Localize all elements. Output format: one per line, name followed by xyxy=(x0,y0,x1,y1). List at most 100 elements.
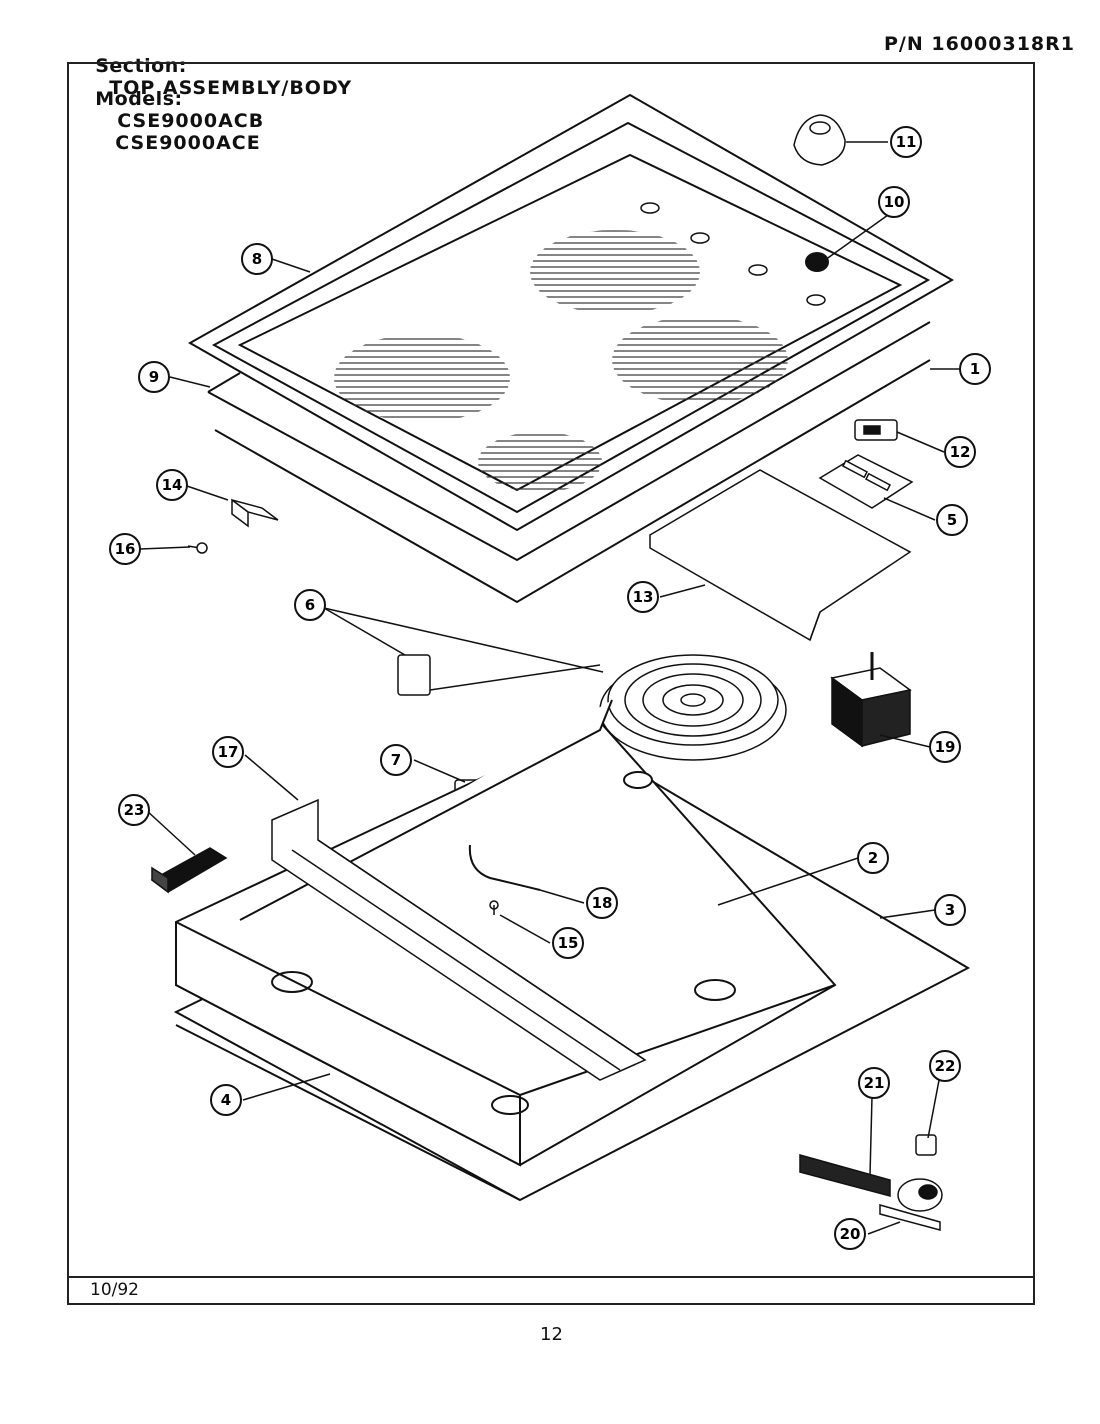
gasket-layers xyxy=(207,321,931,604)
large-burner-element xyxy=(397,654,787,761)
bracket-14 xyxy=(231,498,279,528)
models-label: Models: xyxy=(95,88,183,110)
callout-circle xyxy=(210,1084,242,1116)
bushing-22 xyxy=(915,1134,937,1156)
cord-fitting-20 xyxy=(799,1154,943,1231)
callout-15: 15 xyxy=(552,927,584,959)
model-cse9000acb: CSE9000ACB xyxy=(117,110,265,132)
knob-11 xyxy=(793,114,846,166)
callout-circle xyxy=(936,504,968,536)
callout-17: 17 xyxy=(212,736,244,768)
footer-divider xyxy=(67,1276,1035,1278)
callout-19: 19 xyxy=(929,731,961,763)
section-label: Section: xyxy=(95,55,187,77)
callout-circle xyxy=(858,1067,890,1099)
cooktop-frame xyxy=(187,93,955,532)
callout-22: 22 xyxy=(929,1050,961,1082)
callout-7: 7 xyxy=(380,744,412,776)
callout-9: 9 xyxy=(138,361,170,393)
callout-circle xyxy=(944,436,976,468)
callout-number: 22 xyxy=(935,1057,956,1075)
callout-18: 18 xyxy=(586,887,618,919)
callout-number: 6 xyxy=(305,596,315,614)
callout-circle xyxy=(138,361,170,393)
callout-circle xyxy=(552,927,584,959)
bottom-plate-4 xyxy=(175,1024,521,1201)
revision-date: 10/92 xyxy=(90,1280,139,1300)
model-cse9000ace: CSE9000ACE xyxy=(115,132,261,154)
callout-circle xyxy=(627,581,659,613)
callout-12: 12 xyxy=(944,436,976,468)
diagram-frame xyxy=(67,62,1035,1305)
callout-number: 10 xyxy=(884,193,905,211)
callout-number: 21 xyxy=(864,1074,885,1092)
callout-circle xyxy=(857,842,889,874)
callout-1: 1 xyxy=(959,353,991,385)
callout-circle xyxy=(241,243,273,275)
burner-box-body xyxy=(175,699,837,1167)
callout-16: 16 xyxy=(109,533,141,565)
page-number: 12 xyxy=(540,1324,563,1345)
section-title: TOP ASSEMBLY/BODY xyxy=(109,77,353,99)
part-number: P/N 16000318R1 xyxy=(884,33,1075,55)
callout-number: 19 xyxy=(935,738,956,756)
switch-12 xyxy=(854,419,898,441)
callout-circle xyxy=(934,894,966,926)
callout-number: 2 xyxy=(868,849,878,867)
callout-number: 23 xyxy=(124,801,145,819)
callout-13: 13 xyxy=(627,581,659,613)
callout-number: 12 xyxy=(950,443,971,461)
callout-6: 6 xyxy=(294,589,326,621)
callout-14: 14 xyxy=(156,469,188,501)
infinite-switch-19 xyxy=(830,652,912,748)
callout-21: 21 xyxy=(858,1067,890,1099)
mounting-plate-5 xyxy=(818,454,914,509)
models-row: Models: CSE9000ACB CSE9000ACE xyxy=(80,66,264,154)
callout-11: 11 xyxy=(890,126,922,158)
callout-number: 13 xyxy=(633,588,654,606)
callout-number: 7 xyxy=(391,751,401,769)
callout-number: 16 xyxy=(115,540,136,558)
callout-number: 17 xyxy=(218,743,239,761)
callout-circle xyxy=(959,353,991,385)
callout-circle xyxy=(380,744,412,776)
channel-bracket-17 xyxy=(271,798,647,1081)
callout-number: 18 xyxy=(592,894,613,912)
callout-3: 3 xyxy=(934,894,966,926)
callout-circle xyxy=(890,126,922,158)
screw-16 xyxy=(187,542,208,554)
glass-cooktop xyxy=(334,202,829,492)
callout-number: 14 xyxy=(162,476,183,494)
callout-circle xyxy=(878,186,910,218)
screw-15 xyxy=(489,900,499,915)
control-bracket xyxy=(649,469,912,642)
callout-circle xyxy=(586,887,618,919)
callout-circle xyxy=(929,1050,961,1082)
callout-circle xyxy=(294,589,326,621)
section-header: Section: TOP ASSEMBLY/BODY xyxy=(80,33,352,99)
callout-number: 3 xyxy=(945,901,955,919)
callout-number: 20 xyxy=(840,1225,861,1243)
callout-10: 10 xyxy=(878,186,910,218)
callout-number: 15 xyxy=(558,934,579,952)
callout-20: 20 xyxy=(834,1218,866,1250)
callout-8: 8 xyxy=(241,243,273,275)
callout-circle xyxy=(156,469,188,501)
callout-23: 23 xyxy=(118,794,150,826)
callout-circle xyxy=(834,1218,866,1250)
knob-10 xyxy=(805,252,829,272)
callout-circle xyxy=(929,731,961,763)
callout-circle xyxy=(109,533,141,565)
callout-number: 9 xyxy=(149,368,159,386)
callout-number: 11 xyxy=(896,133,917,151)
callout-number: 1 xyxy=(970,360,980,378)
leader-lines xyxy=(139,141,960,1235)
terminal-block-23 xyxy=(150,847,228,894)
callout-number: 4 xyxy=(221,1091,231,1109)
callout-number: 8 xyxy=(252,250,262,268)
wire-clip-18 xyxy=(468,844,541,891)
callout-4: 4 xyxy=(210,1084,242,1116)
callout-circle xyxy=(118,794,150,826)
